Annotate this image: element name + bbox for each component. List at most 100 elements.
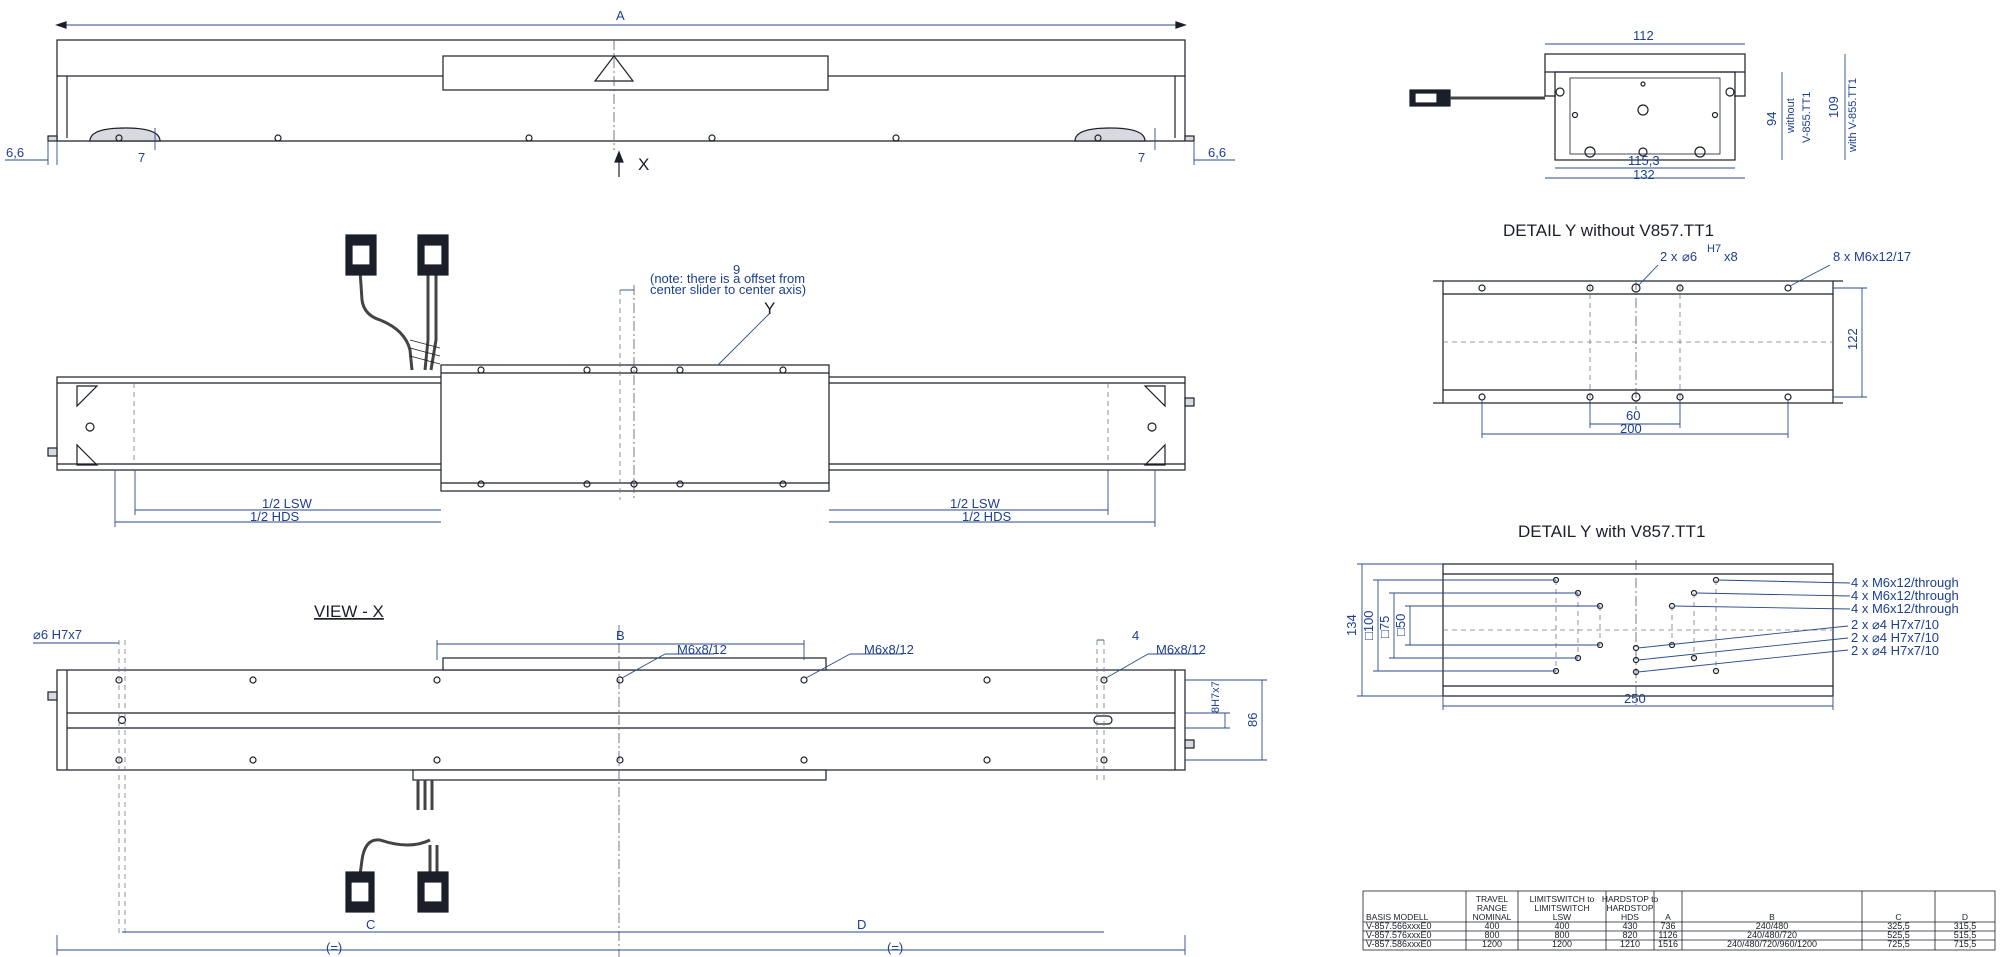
holes-sym: ⌀6 — [1682, 249, 1697, 264]
dim-109-note: with V-855.TT1 — [1847, 78, 1859, 153]
dim-d: D — [857, 917, 866, 932]
middle-view: 9 (note: there is a offset from center s… — [47, 234, 1195, 527]
dim-112: 112 — [1633, 28, 1654, 43]
eq-left: (=) — [326, 940, 342, 955]
table-cell: 1210 — [1620, 939, 1640, 949]
mounting-holes — [115, 134, 1102, 142]
table-header-cell: LIMITSWITCH to — [1530, 894, 1595, 904]
tt1-thread-2: 4 x M6x12/through — [1851, 588, 1959, 603]
end-view: 112 115,3 132 94 without V-855.TT1 109 w… — [1409, 28, 1859, 182]
dim-7-right: 7 — [1138, 150, 1145, 165]
pin-label: ⌀6 H7x7 — [33, 627, 82, 642]
table-header-cell: LIMITSWITCH — [1534, 903, 1589, 913]
view-x: VIEW - X ⌀6 H7x7 B M6x8/12 — [33, 602, 1267, 957]
table-header-cell: C — [1895, 912, 1901, 922]
slider-holes — [477, 366, 787, 488]
dim-50: □50 — [1393, 614, 1408, 636]
table-header-cell: HDS — [1621, 912, 1639, 922]
label-y: Y — [764, 299, 775, 318]
m6-label-3: M6x8/12 — [1156, 642, 1206, 657]
dim-a-label: A — [616, 8, 625, 23]
table-header-cell: BASIS MODELL — [1366, 912, 1429, 922]
thread-label: 8 x M6x12/17 — [1833, 249, 1911, 264]
detail-y2-title: DETAIL Y with V857.TT1 — [1518, 522, 1705, 541]
dim-7-left: 7 — [138, 150, 145, 165]
dim-60: 60 — [1626, 408, 1640, 423]
holes-pre: 2 x — [1660, 249, 1678, 264]
tt1-pin-3: 2 x ⌀4 H7x7/10 — [1851, 643, 1939, 658]
m6-label-2: M6x8/12 — [864, 642, 914, 657]
tt1-pin-1: 2 x ⌀4 H7x7/10 — [1851, 617, 1939, 632]
table-cell: 315,5 — [1954, 921, 1977, 931]
dim-94: 94 — [1764, 112, 1779, 126]
dim-122: 122 — [1845, 328, 1860, 350]
dim-100: □100 — [1361, 610, 1376, 640]
dim-109: 109 — [1826, 96, 1841, 118]
dim-6-6-left: 6,6 — [6, 145, 24, 160]
table-cell: 525,5 — [1887, 930, 1910, 940]
table-cell: 240/480/720/960/1200 — [1727, 939, 1817, 949]
table-cell-model: V-857.566xxxE0 — [1366, 921, 1432, 931]
m6-label-1: M6x8/12 — [677, 642, 727, 657]
dim-134: 134 — [1344, 614, 1359, 636]
tt1-thread-3: 4 x M6x12/through — [1851, 601, 1959, 616]
dim-4: 4 — [1132, 628, 1139, 643]
view-x-holes — [115, 676, 1113, 764]
eq-right: (=) — [887, 940, 903, 955]
table-cell: 400 — [1554, 921, 1569, 931]
table-header-cell: HARDSTOP — [1606, 903, 1653, 913]
holes-post: x8 — [1724, 249, 1738, 264]
dim-6-6-right: 6,6 — [1208, 145, 1226, 160]
table-cell: 1200 — [1552, 939, 1572, 949]
table-cell: 400 — [1484, 921, 1499, 931]
table-cell: 325,5 — [1887, 921, 1910, 931]
table-cell-model: V-857.586xxxE0 — [1366, 939, 1432, 949]
note-9: 9 — [733, 262, 740, 277]
dim-250: 250 — [1624, 691, 1646, 706]
detail-y-without: DETAIL Y without V857.TT1 2 x ⌀6 H7 x8 8… — [1433, 221, 1911, 438]
table-cell: 715,5 — [1954, 939, 1977, 949]
view-x-title: VIEW - X — [314, 602, 384, 621]
detail-y-with: DETAIL Y with V857.TT1 4 x M6x12/through… — [1344, 522, 1959, 710]
table-cell: 515,5 — [1954, 930, 1977, 940]
table-cell: 240/480/720 — [1747, 930, 1797, 940]
note-line2: center slider to center axis) — [650, 282, 806, 297]
tt1-pin-2: 2 x ⌀4 H7x7/10 — [1851, 630, 1939, 645]
table-cell: 1200 — [1482, 939, 1502, 949]
dim-132: 132 — [1633, 167, 1655, 182]
table-header-cell: A — [1665, 912, 1671, 922]
detail-y1-title: DETAIL Y without V857.TT1 — [1503, 221, 1714, 240]
table-header-cell: TRAVEL — [1476, 894, 1509, 904]
table-cell-model: V-857.576xxxE0 — [1366, 930, 1432, 940]
dim-115-3: 115,3 — [1628, 153, 1660, 168]
dim-8h7: 8H7x7 — [1210, 681, 1222, 713]
top-view: A 6,6 6,6 7 7 X — [5, 8, 1235, 177]
table-header-cell: LSW — [1553, 912, 1571, 922]
table-cell: 1126 — [1658, 930, 1677, 940]
dim-b: B — [616, 628, 625, 643]
dim-200: 200 — [1620, 421, 1642, 436]
table-cell: 800 — [1484, 930, 1499, 940]
right-hds: 1/2 HDS — [962, 509, 1011, 524]
table-header-cell: D — [1962, 912, 1968, 922]
table-cell: 430 — [1622, 921, 1637, 931]
dim-94-note2: V-855.TT1 — [1801, 92, 1813, 143]
table-header-cell: RANGE — [1477, 903, 1508, 913]
table-cell: 820 — [1622, 930, 1637, 940]
table-cell: 1516 — [1658, 939, 1678, 949]
left-lsw: 1/2 LSW — [262, 496, 313, 511]
dim-86: 86 — [1245, 713, 1260, 727]
table-cell: 736 — [1660, 921, 1675, 931]
dim-75: □75 — [1377, 616, 1392, 638]
holes-tol: H7 — [1707, 243, 1721, 255]
table-header-cell: B — [1769, 912, 1775, 922]
dim-94-note1: without — [1785, 98, 1797, 134]
note-line1: (note: there is a offset from — [650, 271, 805, 286]
table-header-cell: NOMINAL — [1473, 912, 1512, 922]
left-hds: 1/2 HDS — [250, 509, 299, 524]
tt1-thread-1: 4 x M6x12/through — [1851, 575, 1959, 590]
dim-c: C — [366, 917, 375, 932]
